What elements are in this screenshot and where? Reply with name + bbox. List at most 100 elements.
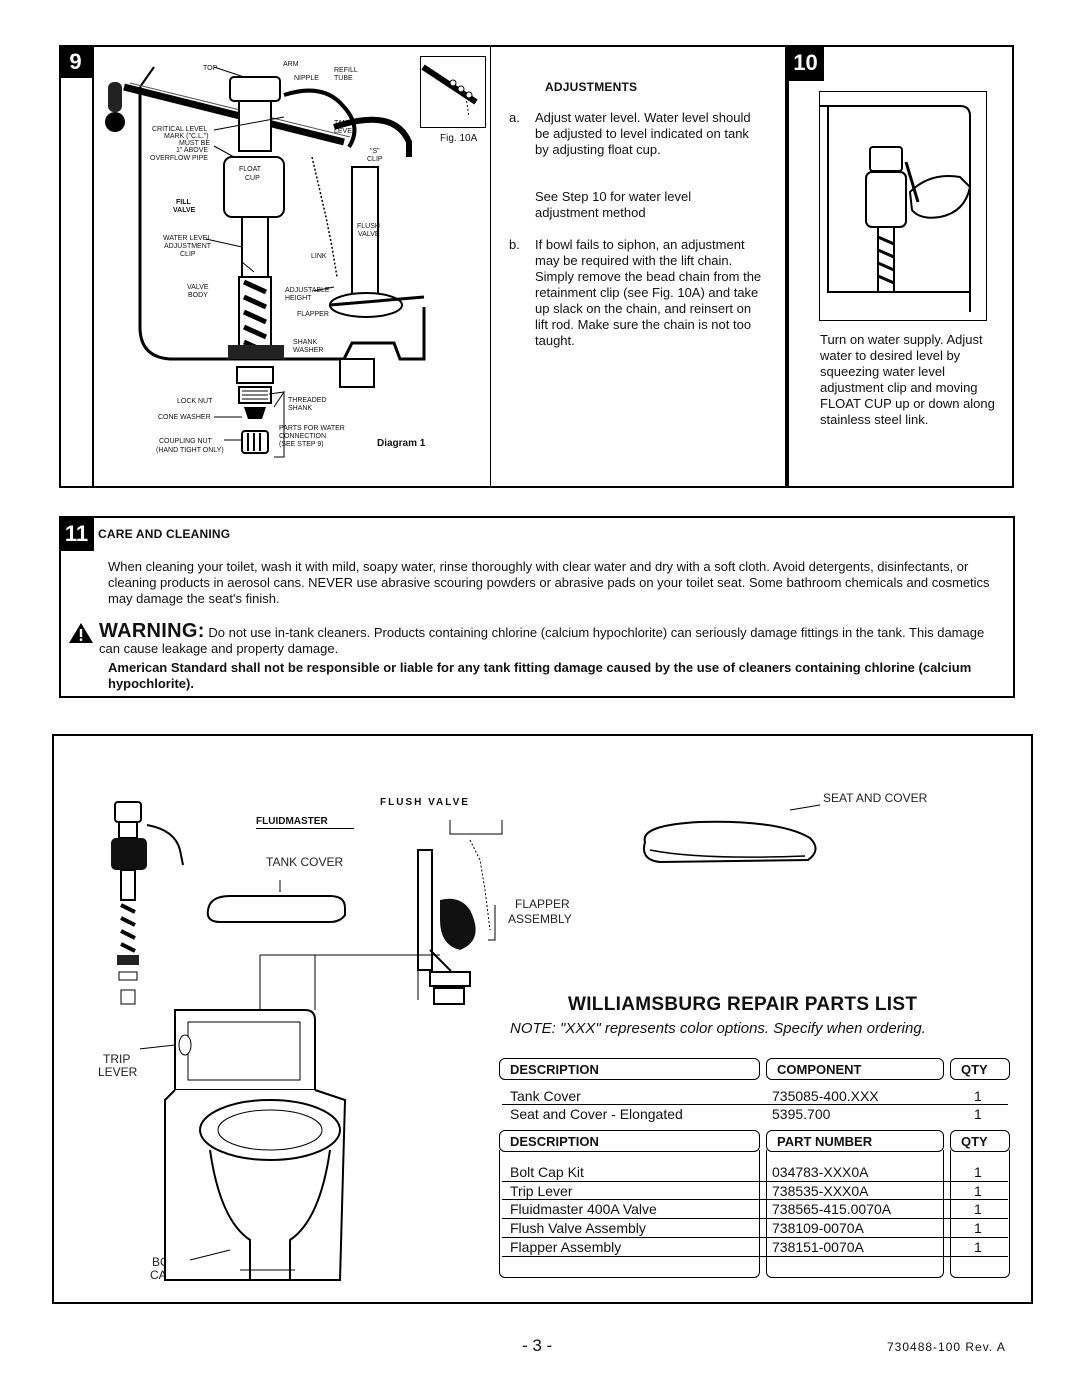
label-s-clip-1: "S": [370, 148, 380, 155]
step9-divider: [92, 45, 94, 488]
tank-cover-label: TANK COVER: [266, 855, 344, 869]
label-cone-washer: CONE WASHER: [158, 414, 211, 421]
label-pw-3: (SEE STEP 9): [279, 441, 324, 448]
trip-lever-label-2: LEVER: [98, 1065, 138, 1079]
fill-valve-diagram: [105, 66, 426, 458]
diagram-1-label: Diagram 1: [377, 438, 426, 449]
flapper-label-2: ASSEMBLY: [508, 912, 572, 926]
label-ts-1: THREADED: [288, 397, 327, 404]
seat-and-cover-label: SEAT AND COVER: [823, 791, 928, 805]
row-flush-valve-part: 738109-0070A: [772, 1220, 864, 1236]
label-arm: ARM: [283, 61, 299, 68]
parts-list-title: WILLIAMSBURG REPAIR PARTS LIST: [568, 994, 918, 1015]
parts-exploded-illustration: [140, 804, 821, 1281]
label-tank-lever-2: LEVER: [334, 128, 357, 135]
label-sw-1: SHANK: [293, 339, 318, 346]
label-critical-5: OVERFLOW PIPE: [150, 155, 208, 162]
label-wl-1: WATER LEVEL: [163, 235, 212, 242]
label-wl-3: CLIP: [180, 251, 196, 258]
label-vb-2: BODY: [188, 292, 208, 299]
label-pw-2: CONNECTION: [279, 433, 327, 440]
label-refill: REFILL: [334, 67, 358, 74]
row-seat-part: 5395.700: [772, 1106, 831, 1122]
header-qty-1: QTY: [950, 1058, 1010, 1080]
row-fluidmaster-desc: Fluidmaster 400A Valve: [510, 1201, 657, 1217]
header-description-1: DESCRIPTION: [499, 1058, 760, 1080]
table-frame-description: [499, 1150, 760, 1278]
step10-illustration: [819, 91, 987, 321]
row-line: [502, 1256, 1008, 1257]
header-description-2: DESCRIPTION: [499, 1130, 760, 1152]
fig-10a-label: Fig. 10A: [440, 133, 478, 144]
trip-lever-label-1: TRIP: [103, 1052, 131, 1066]
header-component: COMPONENT: [766, 1058, 944, 1080]
row-fluidmaster-qty: 1: [974, 1201, 982, 1217]
row-line: [502, 1218, 1008, 1219]
step11-box: [59, 516, 1015, 698]
table-frame-part-number: [766, 1150, 944, 1278]
step10-number: 10: [787, 45, 824, 81]
row-line: [502, 1237, 1008, 1238]
fluidmaster-label-underline: [256, 828, 354, 829]
label-link: LINK: [311, 253, 327, 260]
row-bolt-cap-desc: Bolt Cap Kit: [510, 1164, 584, 1180]
label-float-2: CUP: [245, 175, 260, 182]
row-line: [502, 1199, 1008, 1200]
label-cn-1: COUPLING NUT: [159, 438, 212, 445]
row-trip-lever-qty: 1: [974, 1183, 982, 1199]
row-flapper-qty: 1: [974, 1239, 982, 1255]
step9-box: [59, 45, 787, 488]
row-flapper-part: 738151-0070A: [772, 1239, 864, 1255]
flush-valve-label: FLUSH VALVE: [380, 797, 470, 808]
step11-number: 11: [59, 516, 94, 551]
row-fluidmaster-part: 738565-415.0070A: [772, 1201, 892, 1217]
row-trip-lever-part: 738535-XXX0A: [772, 1183, 869, 1199]
table-frame-qty: [950, 1150, 1010, 1278]
label-s-clip-2: CLIP: [367, 156, 383, 163]
liability-disclaimer: American Standard shall not be responsib…: [108, 660, 972, 691]
label-critical-1: CRITICAL LEVEL: [152, 126, 208, 133]
label-flapper: FLAPPER: [297, 311, 329, 318]
row-bolt-cap-qty: 1: [974, 1164, 982, 1180]
flapper-label-1: FLAPPER: [515, 897, 570, 911]
row-tank-cover-part: 735085-400.XXX: [772, 1088, 879, 1104]
warning-label: WARNING:: [99, 620, 205, 642]
fluidmaster-valve-illustration: [111, 801, 184, 1005]
row-line: [502, 1181, 1008, 1182]
fig-10a-inset: [420, 56, 486, 128]
header-qty-2: QTY: [950, 1130, 1010, 1152]
parts-list-box: [52, 734, 1033, 1304]
row-trip-lever-desc: Trip Lever: [510, 1183, 573, 1199]
fluidmaster-label: FLUIDMASTER: [256, 816, 328, 827]
label-tank-lever-1: TANK: [334, 120, 353, 127]
care-cleaning-title: CARE AND CLEANING: [98, 527, 231, 541]
label-sw-2: WASHER: [293, 347, 324, 354]
row-tank-cover-qty: 1: [974, 1088, 982, 1104]
step9-col-divider: [490, 45, 491, 488]
parts-list-note: NOTE: "XXX" represents color options. Sp…: [510, 1020, 926, 1037]
row-flush-valve-desc: Flush Valve Assembly: [510, 1220, 646, 1236]
label-float-1: FLOAT: [239, 166, 262, 173]
label-pw-1: PARTS FOR WATER: [279, 425, 345, 432]
label-nipple: NIPPLE: [294, 75, 319, 82]
adjustments-title: ADJUSTMENTS: [545, 80, 638, 94]
row-seat-qty: 1: [974, 1106, 982, 1122]
label-flush-1: FLUSH: [357, 223, 380, 230]
row-bolt-cap-part: 034783-XXX0A: [772, 1164, 869, 1180]
step9-number: 9: [59, 45, 92, 78]
label-flush-2: VALVE: [358, 231, 380, 238]
label-vb-1: VALVE: [187, 284, 209, 291]
label-critical-3: MUST BE: [179, 140, 210, 147]
row-flapper-desc: Flapper Assembly: [510, 1239, 622, 1255]
document-number: 730488-100 Rev. A: [887, 1340, 1006, 1354]
adjustment-a-marker: a.: [509, 110, 520, 125]
label-ah-2: HEIGHT: [285, 295, 312, 302]
adjustment-a-note: See Step 10 for water level adjustment m…: [535, 189, 692, 220]
label-critical-4: 1" ABOVE: [176, 147, 209, 154]
row-line: [502, 1104, 1008, 1105]
label-cn-2: (HAND TIGHT ONLY): [156, 447, 224, 454]
row-flush-valve-qty: 1: [974, 1220, 982, 1236]
label-wl-2: ADJUSTMENT: [164, 243, 212, 250]
page-number: - 3 -: [522, 1336, 553, 1355]
label-ah-1: ADJUSTABLE: [285, 287, 330, 294]
